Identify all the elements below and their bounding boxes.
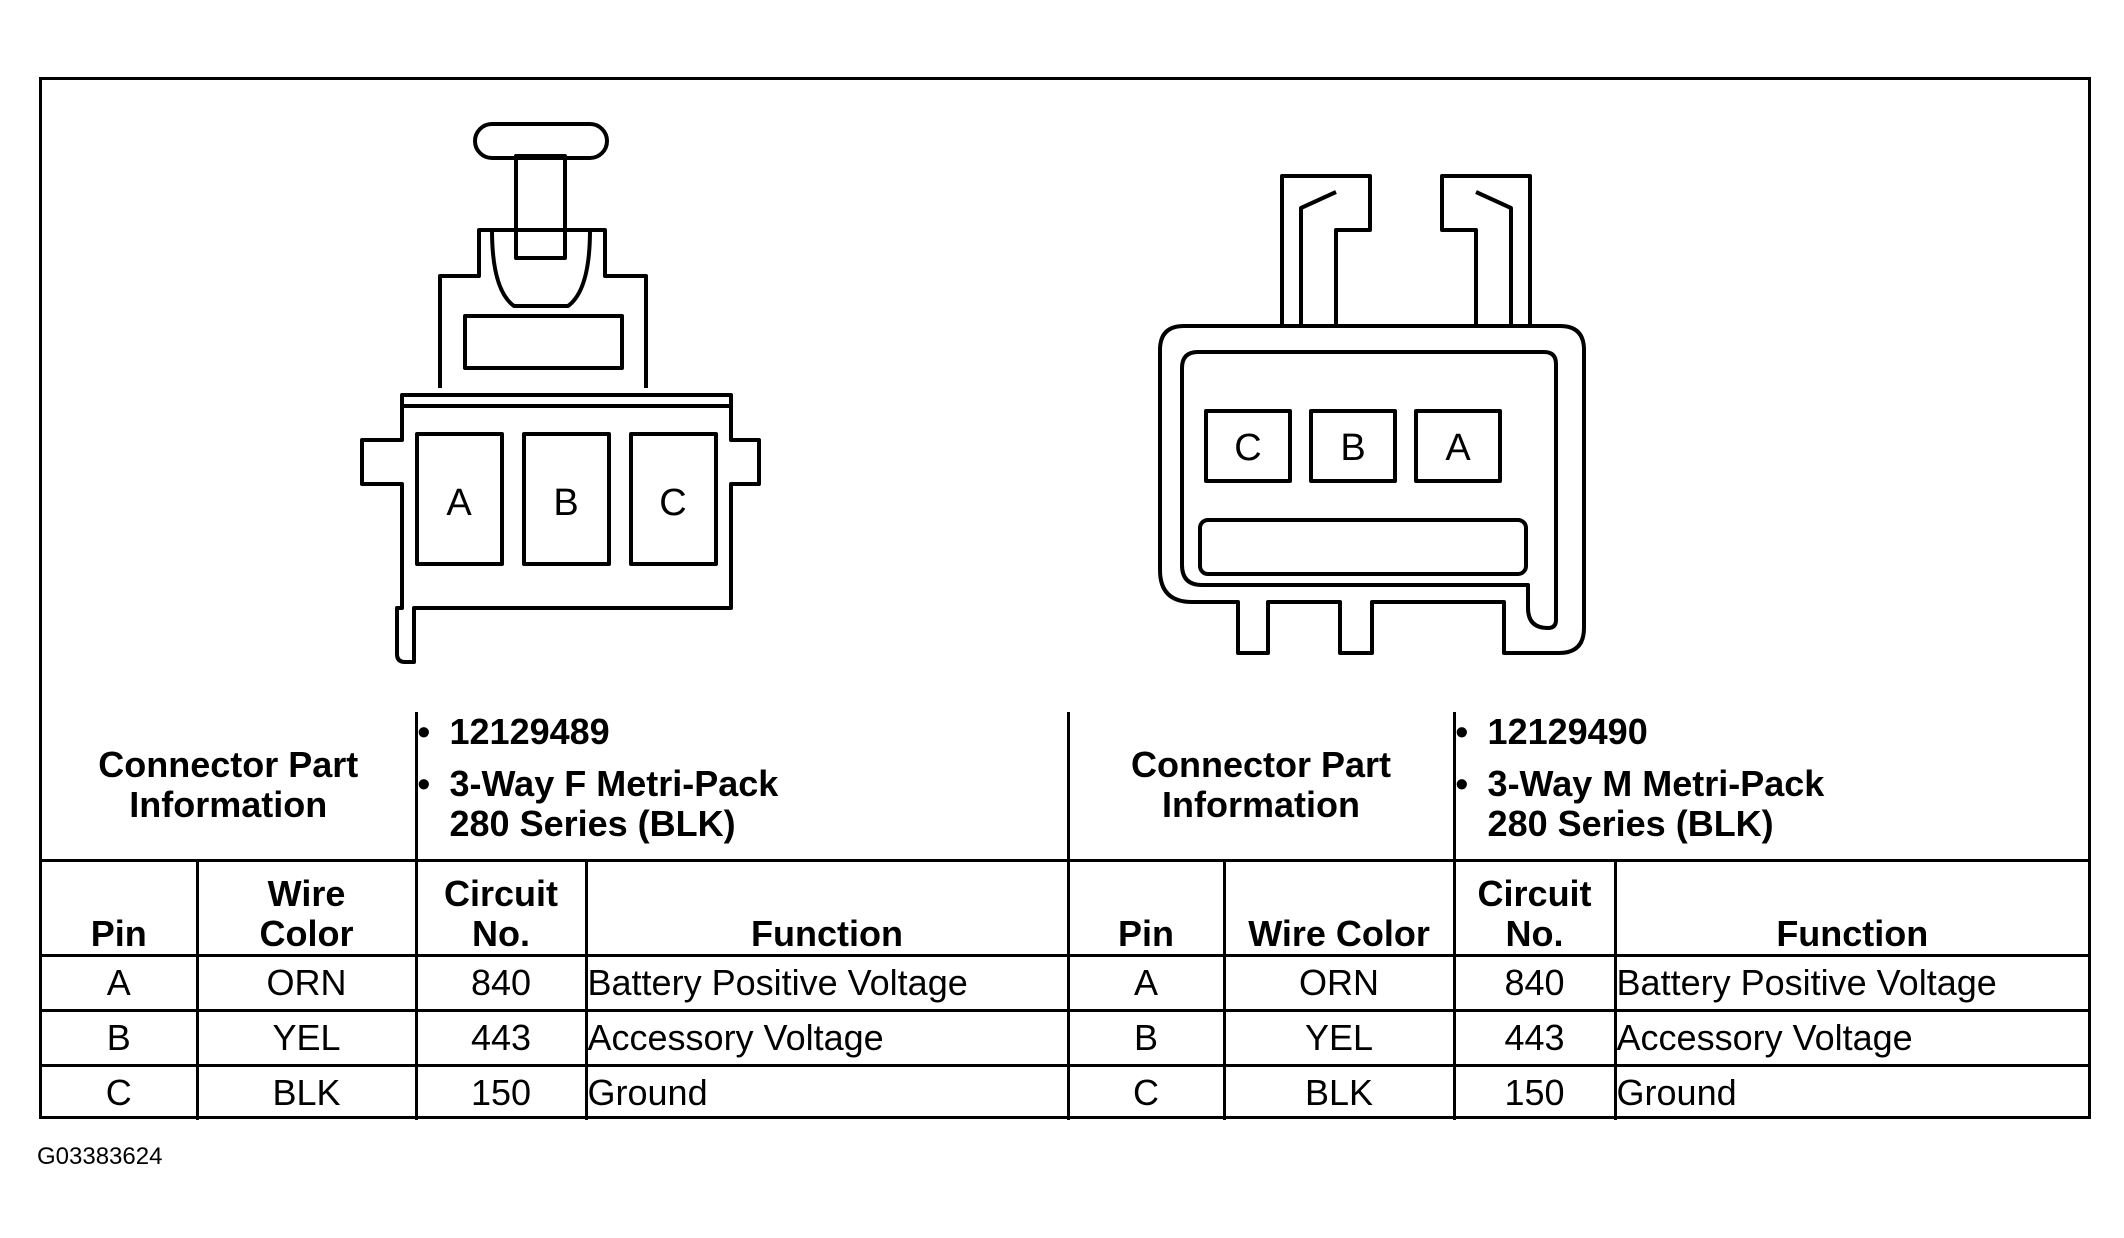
connector-pinout-table: Connector Part Information 12129489 3-Wa…: [42, 712, 2089, 1120]
circuit-cell: 443: [414, 1008, 588, 1067]
connector-description: 3-Way M Metri-Pack 280 Series (BLK): [1457, 764, 2088, 844]
wire-color-cell: YEL: [195, 1008, 418, 1067]
wire-color-cell: YEL: [1222, 1008, 1456, 1067]
connector-part-info-details: 12129489 3-Way F Metri-Pack 280 Series (…: [414, 712, 1070, 862]
circuit-cell: 443: [1452, 1008, 1617, 1067]
wire-color-cell: ORN: [1222, 953, 1456, 1012]
connector-part-info-label: Connector Part Information: [1066, 712, 1456, 862]
column-header-pin: Pin: [42, 858, 199, 957]
female-connector-shape: [360, 122, 761, 664]
function-cell: Ground: [1613, 1063, 2089, 1120]
connector-diagram-frame: A B C C B A Connector Part Information 1…: [39, 77, 2091, 1120]
left-cavity-label: C: [659, 482, 686, 524]
connector-part-info-row: Connector Part Information 12129489 3-Wa…: [42, 712, 2089, 862]
circuit-cell: 150: [414, 1063, 588, 1120]
right-terminal-label: C: [1234, 427, 1261, 469]
connector-part-info-label: Connector Part Information: [42, 712, 418, 862]
table-row: C BLK 150 Ground C BLK 150 Ground: [42, 1063, 2089, 1120]
pin-cell: C: [1066, 1063, 1226, 1120]
left-cavity-label: B: [553, 482, 578, 524]
pin-cell: A: [42, 953, 199, 1012]
male-connector-shape: [1158, 174, 1586, 655]
wire-color-cell: BLK: [195, 1063, 418, 1120]
function-cell: Accessory Voltage: [1613, 1008, 2089, 1067]
column-header-function: Function: [584, 858, 1070, 957]
figure-reference-code: G03383624: [37, 1143, 163, 1170]
wire-color-cell: ORN: [195, 953, 418, 1012]
part-number: 12129489: [419, 712, 1065, 752]
part-number: 12129490: [1457, 712, 2088, 752]
circuit-cell: 840: [414, 953, 588, 1012]
column-header-row: Pin Wire Color Circuit No. Function Pin …: [42, 858, 2089, 957]
circuit-cell: 150: [1452, 1063, 1617, 1120]
function-cell: Accessory Voltage: [584, 1008, 1070, 1067]
column-header-wire-color: Wire Color: [1222, 858, 1456, 957]
pin-cell: C: [42, 1063, 199, 1120]
function-cell: Battery Positive Voltage: [584, 953, 1070, 1012]
wire-color-cell: BLK: [1222, 1063, 1456, 1120]
pin-cell: A: [1066, 953, 1226, 1012]
right-terminal-label: B: [1340, 427, 1365, 469]
column-header-circuit-no: Circuit No.: [1452, 858, 1617, 957]
right-terminal-label: A: [1445, 427, 1471, 469]
column-header-circuit-no: Circuit No.: [414, 858, 588, 957]
circuit-cell: 840: [1452, 953, 1617, 1012]
table-row: B YEL 443 Accessory Voltage B YEL 443 Ac…: [42, 1008, 2089, 1067]
function-cell: Ground: [584, 1063, 1070, 1120]
column-header-wire-color: Wire Color: [195, 858, 418, 957]
connector-part-info-details: 12129490 3-Way M Metri-Pack 280 Series (…: [1452, 712, 2089, 862]
table-row: A ORN 840 Battery Positive Voltage A ORN…: [42, 953, 2089, 1012]
pin-cell: B: [42, 1008, 199, 1067]
function-cell: Battery Positive Voltage: [1613, 953, 2089, 1012]
pin-cell: B: [1066, 1008, 1226, 1067]
column-header-function: Function: [1613, 858, 2089, 957]
connector-description: 3-Way F Metri-Pack 280 Series (BLK): [419, 764, 1065, 844]
column-header-pin: Pin: [1066, 858, 1226, 957]
left-cavity-label: A: [446, 482, 472, 524]
connector-drawing-panel: A B C C B A: [360, 122, 1586, 664]
